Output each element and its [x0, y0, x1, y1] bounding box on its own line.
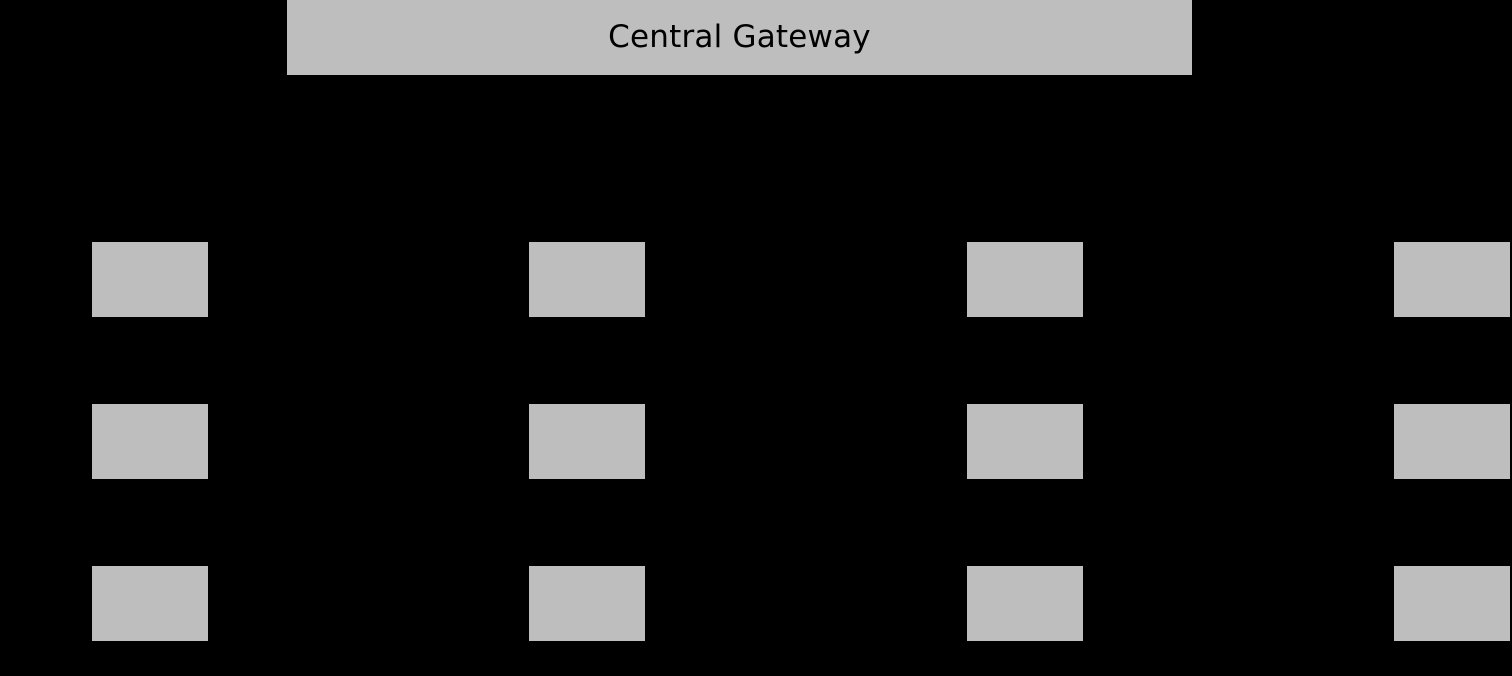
node-r2c3[interactable]: [967, 404, 1083, 479]
node-r3c3[interactable]: [967, 566, 1083, 641]
central-gateway-node[interactable]: Central Gateway: [287, 0, 1192, 75]
node-r2c2[interactable]: [529, 404, 645, 479]
node-r3c4[interactable]: [1394, 566, 1510, 641]
node-r1c1[interactable]: [92, 242, 208, 317]
node-r1c4[interactable]: [1394, 242, 1510, 317]
node-r1c3[interactable]: [967, 242, 1083, 317]
central-gateway-label: Central Gateway: [608, 19, 871, 55]
node-r1c2[interactable]: [529, 242, 645, 317]
node-r3c2[interactable]: [529, 566, 645, 641]
node-r3c1[interactable]: [92, 566, 208, 641]
node-r2c1[interactable]: [92, 404, 208, 479]
node-r2c4[interactable]: [1394, 404, 1510, 479]
